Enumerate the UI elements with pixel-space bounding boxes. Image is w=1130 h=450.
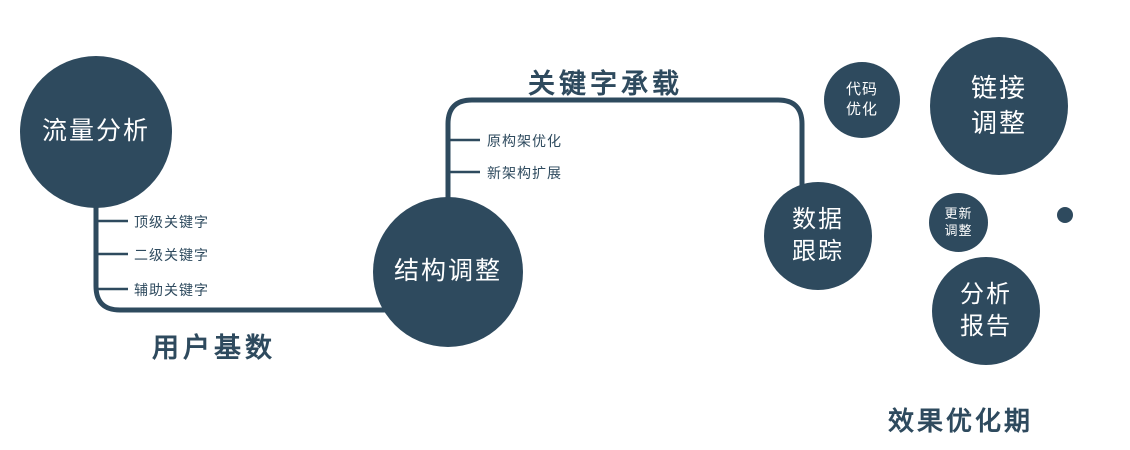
connector-traffic-to-structure: [93, 190, 400, 313]
node-link-adjustment: 链接 调整: [930, 37, 1068, 175]
node-data-tracking-line2: 跟踪: [792, 238, 844, 265]
node-analysis-report-line2: 报告: [960, 313, 1012, 340]
node-structure-adjust-label: 结构调整: [393, 257, 502, 286]
node-analysis-report-line1: 分析: [960, 280, 1012, 308]
branch-label-original-framework: 原构架优化: [487, 133, 562, 149]
node-link-adjustment-line1: 链接: [970, 72, 1027, 103]
bullet-dot: [1057, 207, 1073, 223]
node-update-adjustment-line2: 调整: [944, 222, 973, 238]
node-traffic-analysis: 流量分析: [20, 56, 172, 208]
node-code-optimization: 代码 优化: [824, 62, 900, 138]
node-analysis-report: 分析 报告: [932, 257, 1040, 365]
connector-structure-to-tracking: [445, 97, 805, 205]
node-update-adjustment-line1: 更新: [944, 205, 973, 221]
edge-label-user-base: 用户基数: [152, 333, 276, 363]
node-data-tracking: 数据 跟踪: [764, 182, 872, 290]
branch-label-secondary-keywords: 二级关键字: [134, 247, 209, 263]
edge-label-keyword-carrying: 关键字承载: [528, 69, 683, 99]
node-link-adjustment-line2: 调整: [970, 108, 1027, 138]
caption-effect-optimization: 效果优化期: [888, 406, 1034, 436]
node-code-optimization-line2: 优化: [845, 101, 878, 118]
node-structure-adjust: 结构调整: [373, 197, 523, 347]
node-code-optimization-line1: 代码: [845, 80, 878, 98]
node-traffic-analysis-label: 流量分析: [41, 117, 150, 146]
branch-label-top-keywords: 顶级关键字: [134, 214, 209, 230]
branch-label-auxiliary-keywords: 辅助关键字: [134, 282, 209, 298]
node-data-tracking-line1: 数据: [792, 205, 844, 233]
node-update-adjustment: 更新 调整: [929, 193, 988, 252]
branch-label-new-framework: 新架构扩展: [487, 165, 562, 181]
